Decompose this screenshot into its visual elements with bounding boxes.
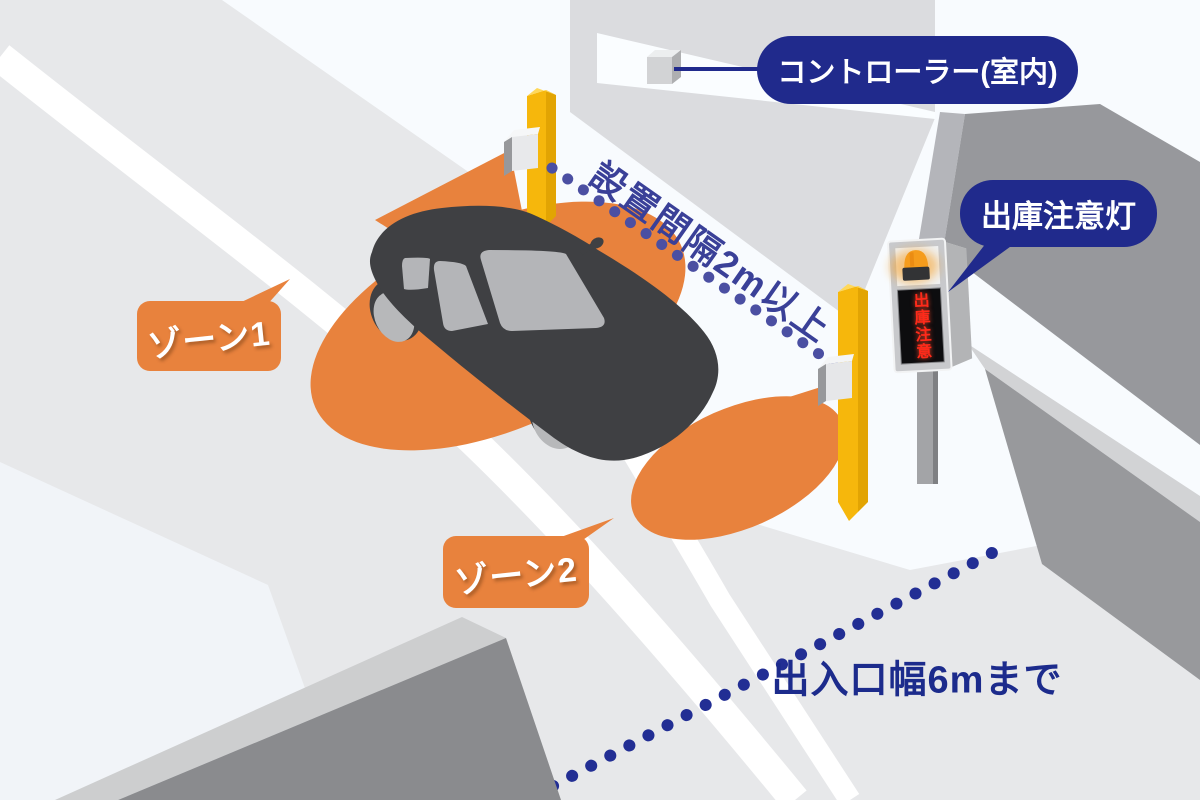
zone1-label-text: ゾーン1 [146, 314, 273, 365]
beacon-stripe [909, 252, 915, 267]
warnlight-pointer [948, 238, 1014, 292]
pole2-front [838, 286, 858, 521]
sign-text: 出庫注意 [910, 291, 931, 361]
entrance-width-note: 出入口幅6mまで [771, 659, 1063, 702]
sensor2-top [818, 354, 854, 369]
left-wall-top [55, 617, 506, 800]
pole2-side [858, 286, 868, 512]
right-wall-top [968, 344, 1200, 522]
sign-pole [917, 366, 938, 484]
zone2-area [631, 386, 845, 540]
car-mirror [590, 237, 604, 249]
zone2-label-text: ゾーン2 [453, 550, 580, 601]
zone1-pointer [233, 279, 290, 306]
inner-wall-edge [918, 112, 965, 250]
zone1-label: ゾーン1 [137, 301, 281, 371]
car-quarter-window [402, 257, 430, 290]
car-door-window [433, 261, 488, 331]
warning-light-label: 出庫注意灯 [960, 180, 1157, 247]
sign-panel [896, 287, 945, 365]
pole2-top [838, 284, 868, 292]
left-wall [55, 617, 561, 800]
pole1-top [527, 88, 556, 96]
entrance-width-dotted-line [547, 540, 1011, 792]
sensor-2-icon [818, 354, 854, 406]
pole1-side [546, 90, 556, 226]
right-wall-front [985, 369, 1200, 680]
spacing-dotted-line [546, 162, 848, 376]
warning-sign [887, 237, 973, 484]
car [369, 205, 719, 461]
sensor1-front [512, 134, 538, 171]
car-windshield [480, 250, 605, 331]
zone2-label: ゾーン2 [443, 536, 589, 608]
controller-device-icon [647, 50, 681, 84]
right-wall [968, 344, 1200, 680]
beacon-base [902, 266, 930, 281]
controller-front [647, 57, 672, 84]
sensor1-top [504, 127, 540, 142]
zone2-ellipse [631, 396, 845, 540]
sign-pole-shade [933, 366, 938, 484]
sensor-pole-2 [838, 284, 868, 521]
controller-top [647, 50, 681, 57]
sensor1-side [504, 137, 512, 176]
sensor2-side [818, 364, 826, 406]
controller-label: コントローラー(室内) [757, 36, 1078, 104]
left-wall-front [118, 638, 561, 800]
sensor-1-icon [504, 127, 540, 176]
sensor2-front [826, 361, 852, 401]
